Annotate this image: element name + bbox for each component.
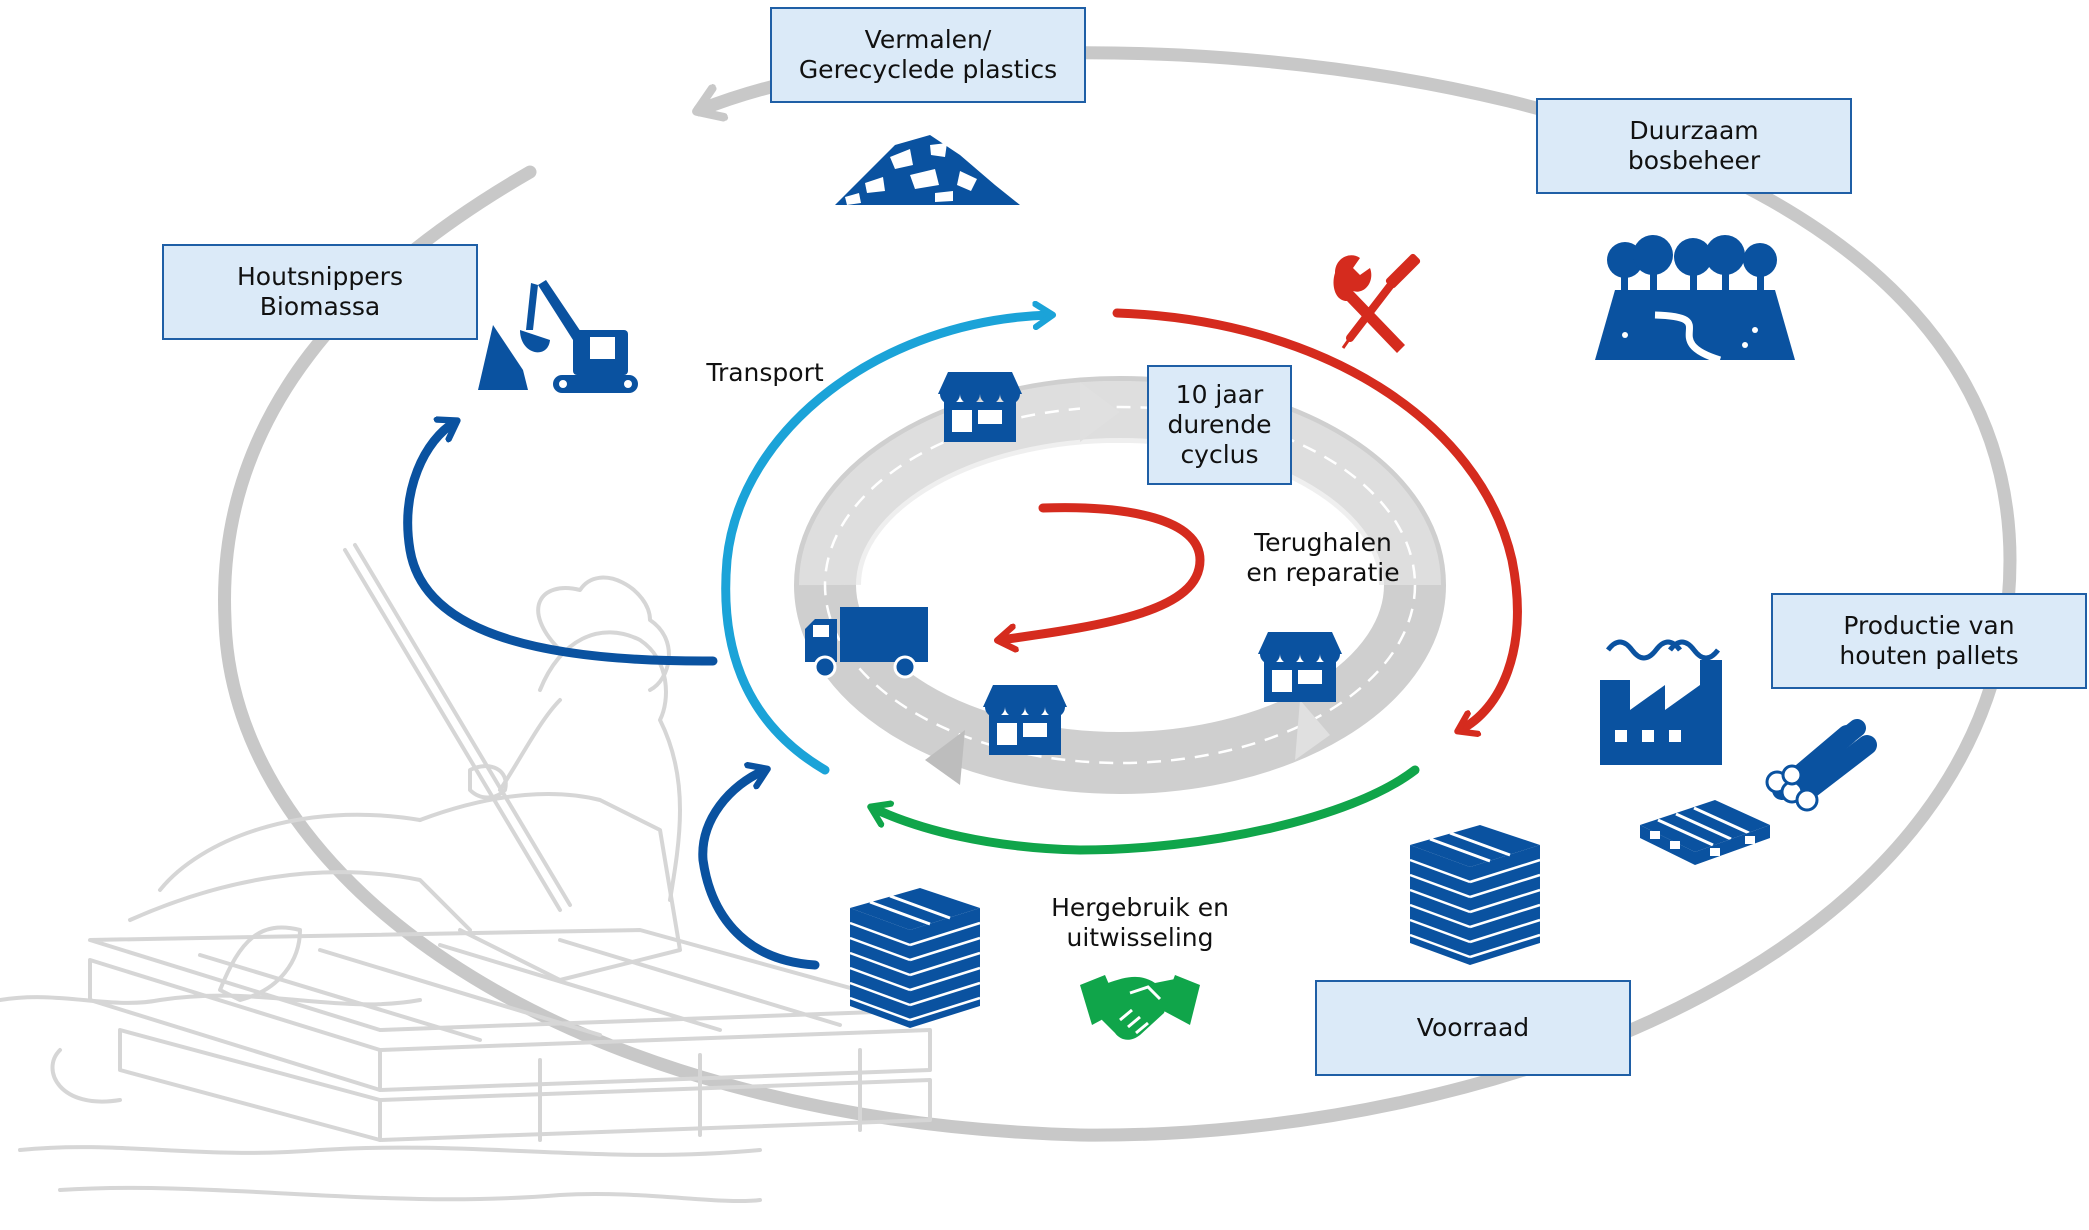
arrow-reuse-to-transport: [698, 770, 820, 970]
shop-icon: [983, 685, 1067, 755]
road-ring: [794, 376, 1446, 794]
box-stock: Voorraad: [1315, 980, 1631, 1076]
pallet-stack-icon: [849, 888, 981, 1028]
box-stock-text: Voorraad: [1416, 1013, 1530, 1042]
arrow-transport: [721, 315, 1050, 775]
box-wood-chips-biomass: Houtsnippers Biomassa: [162, 244, 478, 340]
forest-icon: [1595, 235, 1795, 364]
pallet-icon: [1640, 800, 1770, 865]
box-wood-chips-biomass-text: Houtsnippers Biomassa: [237, 262, 403, 321]
label-transport: Transport: [706, 358, 824, 387]
outer-cycle-arrow: [218, 46, 2017, 1142]
handshake-icon: [1080, 975, 1200, 1040]
box-recycled-plastics: Vermalen/ Gerecyclede plastics: [770, 7, 1086, 103]
shop-icon: [1258, 632, 1342, 702]
box-pallet-production: Productie van houten pallets: [1771, 593, 2087, 689]
box-sustainable-forestry-text: Duurzaam bosbeheer: [1627, 116, 1761, 175]
truck-icon: [805, 607, 928, 679]
factory-icon: [1600, 639, 1722, 765]
box-recycled-plastics-text: Vermalen/ Gerecyclede plastics: [798, 25, 1058, 84]
arrow-reuse: [873, 765, 1420, 855]
pallet-stack-icon: [1409, 825, 1541, 965]
arrow-biomass: [403, 422, 718, 666]
logs-icon: [1765, 719, 1877, 812]
excavator-icon: [478, 280, 638, 393]
tools-icon: [1333, 253, 1421, 353]
box-pallet-production-text: Productie van houten pallets: [1839, 611, 2019, 670]
label-return-repair: Terughalen en reparatie: [1246, 528, 1400, 587]
box-sustainable-forestry: Duurzaam bosbeheer: [1536, 98, 1852, 194]
arrow-return-repair: [1000, 503, 1205, 640]
shop-icon: [938, 372, 1022, 442]
label-reuse-exchange: Hergebruik en uitwisseling: [1051, 893, 1229, 952]
arrow-outer-red: [1112, 308, 1522, 730]
box-ten-year-cycle: 10 jaar durende cyclus: [1147, 365, 1292, 485]
box-ten-year-cycle-text: 10 jaar durende cyclus: [1167, 380, 1272, 469]
recycled-plastic-pile-icon: [835, 135, 1020, 205]
